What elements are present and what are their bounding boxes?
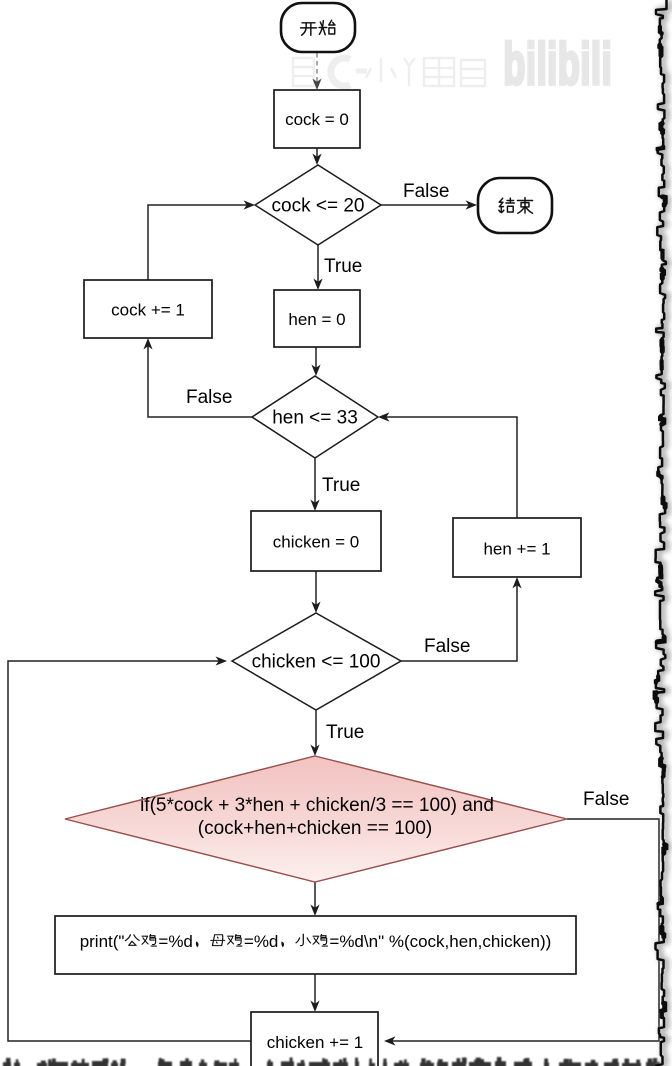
svg-text:hen = 0: hen = 0 bbox=[288, 310, 345, 329]
svg-text:False: False bbox=[424, 636, 470, 657]
svg-text:cock = 0: cock = 0 bbox=[285, 110, 349, 129]
svg-text:bilibili: bilibili bbox=[503, 32, 612, 97]
svg-text:chicken = 0: chicken = 0 bbox=[273, 533, 359, 552]
svg-text:hen += 1: hen += 1 bbox=[483, 540, 550, 559]
svg-text:=%d: =%d bbox=[244, 932, 279, 951]
svg-text:False: False bbox=[583, 789, 629, 810]
svg-text:=%d: =%d bbox=[158, 932, 193, 951]
svg-text:hen <= 33: hen <= 33 bbox=[272, 408, 358, 429]
svg-text:cock += 1: cock += 1 bbox=[111, 301, 185, 320]
svg-text:cock <= 20: cock <= 20 bbox=[272, 196, 365, 217]
svg-text:True: True bbox=[322, 475, 360, 496]
svg-text:chicken += 1: chicken += 1 bbox=[267, 1033, 363, 1052]
svg-text:chicken <= 100: chicken <= 100 bbox=[252, 652, 381, 673]
svg-text:if(5*cock + 3*hen + chicken/3: if(5*cock + 3*hen + chicken/3 == 100) an… bbox=[140, 795, 494, 816]
svg-text:True: True bbox=[324, 256, 362, 277]
svg-text:print(": print(" bbox=[80, 932, 125, 951]
svg-text:False: False bbox=[186, 387, 232, 408]
svg-text:False: False bbox=[403, 181, 449, 202]
svg-text:(cock+hen+chicken == 100): (cock+hen+chicken == 100) bbox=[198, 818, 433, 839]
svg-text:=%d\n" %(cock,hen,chicken)): =%d\n" %(cock,hen,chicken)) bbox=[329, 932, 551, 951]
svg-text:True: True bbox=[326, 722, 364, 743]
